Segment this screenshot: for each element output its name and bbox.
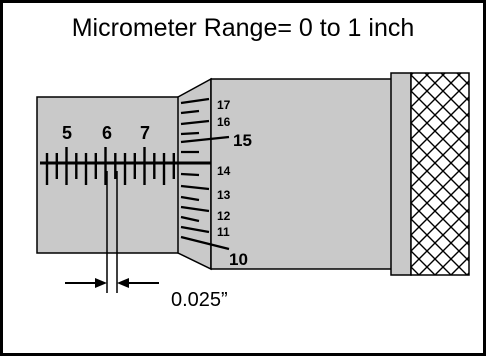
thimble-number: 17 — [217, 98, 231, 112]
sleeve-number: 6 — [102, 123, 112, 143]
thimble-number: 10 — [229, 250, 248, 269]
thimble-tick — [180, 215, 200, 223]
sleeve — [36, 96, 186, 254]
knurled-knob — [410, 72, 470, 276]
arrow-head — [117, 278, 129, 288]
thimble-tick — [180, 225, 210, 234]
thimble-tick — [180, 97, 210, 105]
thimble-number: 13 — [217, 188, 231, 202]
figure-title: Micrometer Range= 0 to 1 inch — [71, 14, 415, 42]
thimble-tick — [180, 131, 200, 136]
thimble-number: 11 — [217, 225, 230, 239]
dimension-indicator: 0.025” — [65, 171, 228, 311]
thimble-tick — [180, 184, 210, 191]
thimble-number: 15 — [233, 131, 252, 150]
thimble-tick — [180, 109, 200, 115]
thimble-number: 12 — [217, 209, 231, 223]
ratchet-collar — [390, 72, 412, 276]
micrometer-diagram: 5 6 7 17 16 15 14 13 12 11 10 — [36, 72, 470, 311]
arrow-head — [95, 278, 107, 288]
thimble-tick — [180, 235, 230, 251]
thimble-tick — [180, 172, 200, 177]
thimble-tick — [180, 205, 210, 213]
thimble-tick — [180, 195, 200, 202]
thimble-number: 14 — [217, 164, 231, 178]
thimble-graduations — [180, 97, 230, 251]
thimble-number: 16 — [217, 115, 231, 129]
thimble — [210, 78, 396, 270]
sleeve-graduations — [45, 147, 176, 185]
thimble-tick — [180, 135, 230, 144]
sleeve-number: 5 — [62, 123, 72, 143]
dimension-label: 0.025” — [171, 289, 228, 311]
sleeve-number: 7 — [140, 123, 150, 143]
thimble-tick — [180, 119, 210, 126]
